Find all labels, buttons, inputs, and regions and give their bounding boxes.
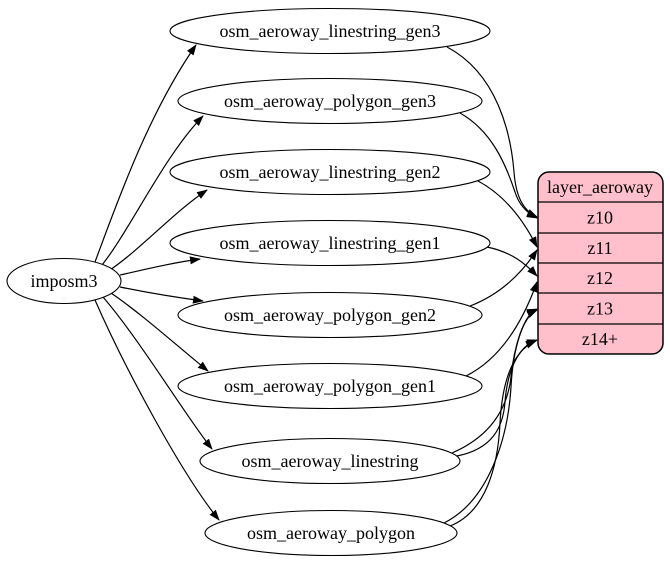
polygon-gen1-label: osm_aeroway_polygon_gen1 (224, 376, 436, 396)
polygon-gen1-ellipse (177, 362, 483, 410)
edge-imposm3-to-linestring-gen1 (119, 256, 201, 276)
polygon-gen3-ellipse (177, 77, 483, 125)
node-group: imposm3 osm_aeroway_linestring_gen3 osm_… (6, 7, 664, 557)
node-osm-aeroway-polygon-gen2: osm_aeroway_polygon_gen2 (177, 291, 483, 339)
edge-linestring-to-z14plus (456, 339, 538, 457)
linestring-gen3-label: osm_aeroway_linestring_gen3 (220, 21, 441, 41)
edge-imposm3-to-polygon-gen1 (110, 292, 209, 372)
imposm3-label: imposm3 (30, 271, 97, 291)
linestring-gen1-label: osm_aeroway_linestring_gen1 (220, 233, 441, 253)
linestring-ellipse (199, 437, 461, 485)
edge-linestring-gen1-to-z12 (486, 246, 538, 277)
linestring-gen2-label: osm_aeroway_linestring_gen2 (220, 162, 441, 182)
linestring-gen1-ellipse (169, 219, 491, 267)
polygon-gen3-label: osm_aeroway_polygon_gen3 (224, 91, 436, 111)
polygon-ellipse (204, 509, 458, 557)
node-layer-aeroway: layer_aeroway z10 z11 z12 z13 z14+ (537, 171, 664, 355)
node-osm-aeroway-linestring-gen1: osm_aeroway_linestring_gen1 (169, 219, 491, 267)
layer-aeroway-row-z11: z11 (587, 238, 612, 258)
edge-polygon-gen1-to-z12 (465, 281, 538, 377)
node-osm-aeroway-polygon: osm_aeroway_polygon (204, 509, 458, 557)
layer-aeroway-row-z10: z10 (587, 208, 613, 228)
layer-aeroway-row-z13: z13 (587, 299, 613, 319)
edge-polygon-to-z14plus (449, 340, 537, 527)
imposm3-ellipse (6, 257, 122, 305)
edge-imposm3-to-linestring-gen3 (94, 44, 197, 263)
polygon-gen2-ellipse (177, 291, 483, 339)
edge-polygon-to-z13 (443, 309, 538, 524)
layer-aeroway-row-z14plus: z14+ (582, 329, 618, 349)
edge-linestring-gen2-to-z11 (477, 180, 538, 248)
linestring-label: osm_aeroway_linestring (242, 451, 419, 471)
node-osm-aeroway-polygon-gen1: osm_aeroway_polygon_gen1 (177, 362, 483, 410)
node-osm-aeroway-linestring-gen2: osm_aeroway_linestring_gen2 (169, 148, 491, 196)
edge-polygon-gen3-to-z10 (459, 112, 538, 219)
layer-aeroway-title: layer_aeroway (547, 177, 653, 197)
node-imposm3: imposm3 (6, 257, 122, 305)
edge-group (94, 44, 538, 527)
edge-imposm3-to-linestring (102, 296, 213, 450)
polygon-gen2-label: osm_aeroway_polygon_gen2 (224, 305, 436, 325)
polygon-label: osm_aeroway_polygon (247, 523, 415, 543)
edge-polygon-gen2-to-z11 (469, 249, 538, 307)
edge-imposm3-to-polygon-gen3 (101, 115, 204, 266)
edge-linestring-gen3-to-z10 (446, 46, 538, 218)
edge-imposm3-to-polygon (94, 299, 220, 521)
linestring-gen3-ellipse (169, 7, 491, 55)
edge-imposm3-to-linestring-gen2 (109, 189, 208, 271)
node-osm-aeroway-linestring-gen3: osm_aeroway_linestring_gen3 (169, 7, 491, 55)
node-osm-aeroway-polygon-gen3: osm_aeroway_polygon_gen3 (177, 77, 483, 125)
linestring-gen2-ellipse (169, 148, 491, 196)
edge-imposm3-to-polygon-gen2 (119, 286, 204, 304)
node-osm-aeroway-linestring: osm_aeroway_linestring (199, 437, 461, 485)
layer-aeroway-row-z12: z12 (587, 268, 613, 288)
